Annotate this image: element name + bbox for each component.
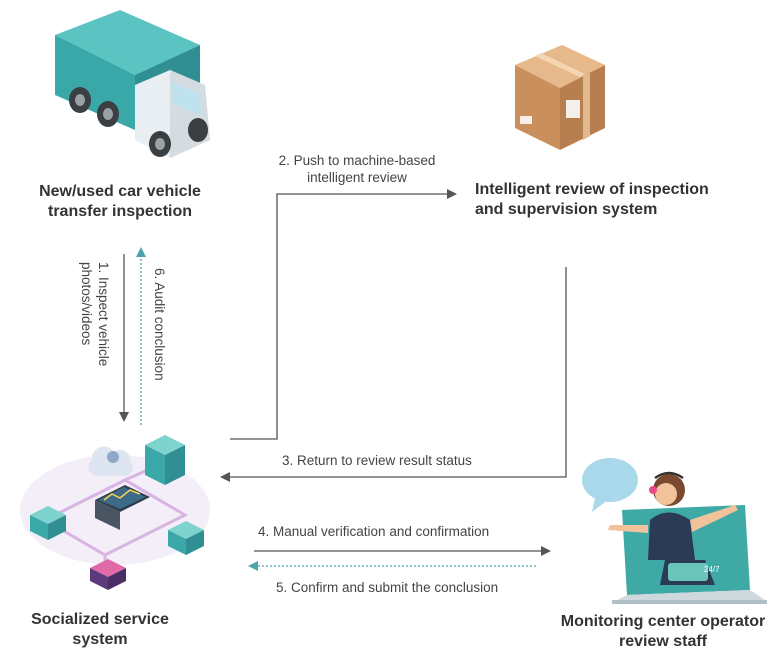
flow-label-step1: 1. Inspect vehicle photos/videos <box>78 262 112 366</box>
operator-laptop-icon: 24/7 <box>582 458 767 604</box>
flow-label-step2: 2. Push to machine-based intelligent rev… <box>262 152 452 186</box>
node-label-intelligent-line2: and supervision system <box>475 201 658 218</box>
node-label-vehicle-line1: New/used car vehicle <box>39 183 201 200</box>
arrow-step2 <box>230 189 457 440</box>
flow-label-step3: 3. Return to review result status <box>282 453 472 468</box>
flow-label-step1-line1: 1. Inspect vehicle <box>96 262 111 367</box>
flow-label-step2-line1: 2. Push to machine-based <box>278 153 436 168</box>
badge-24-7: 24/7 <box>704 565 720 574</box>
node-label-social-line2: system <box>72 631 128 648</box>
node-label-intelligent-line1: Intelligent review of inspection <box>475 181 709 198</box>
node-label-intelligent: Intelligent review of inspection and sup… <box>475 180 745 220</box>
node-label-vehicle-line2: transfer inspection <box>47 203 193 220</box>
node-label-monitor-line1: Monitoring center operator <box>560 613 766 630</box>
package-box-icon <box>515 45 605 150</box>
node-label-social-line1: Socialized service <box>31 611 169 628</box>
flow-label-step2-line2: intelligent review <box>307 170 407 185</box>
arrow-step3 <box>220 267 567 482</box>
flow-label-step6: 6. Audit conclusion <box>152 268 167 381</box>
node-label-monitor-line2: review staff <box>618 633 708 650</box>
flow-label-step4: 4. Manual verification and confirmation <box>258 524 490 539</box>
truck-icon <box>55 10 210 158</box>
node-label-social: Socialized service system <box>10 610 190 650</box>
server-network-icon <box>20 435 210 590</box>
flow-label-step5: 5. Confirm and submit the conclusion <box>276 580 499 595</box>
flow-label-step1-line2: photos/videos <box>79 262 94 346</box>
node-label-monitor: Monitoring center operator review staff <box>548 612 778 652</box>
node-label-vehicle: New/used car vehicle transfer inspection <box>20 182 220 222</box>
